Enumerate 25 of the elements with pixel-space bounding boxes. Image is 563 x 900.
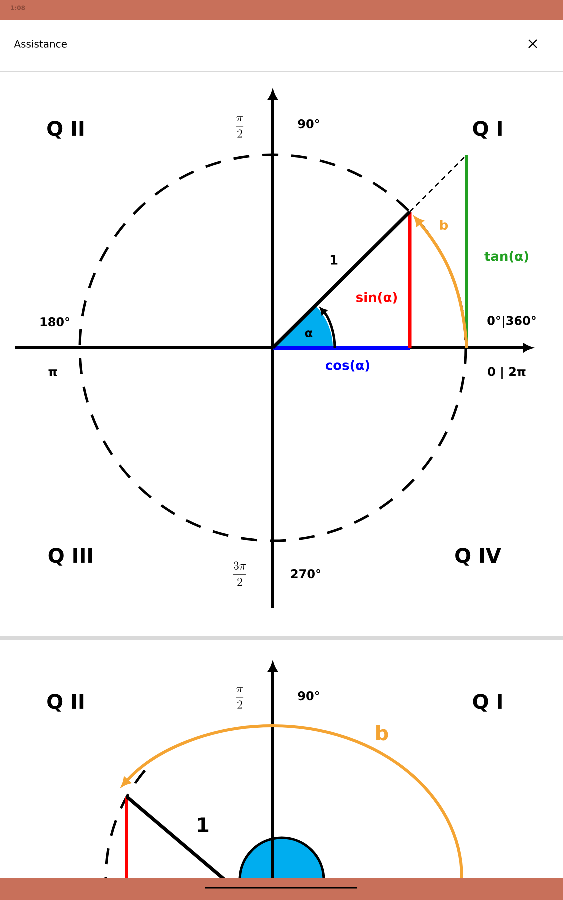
axis-label: 90°: [298, 119, 320, 129]
angle-label: α: [305, 330, 313, 338]
axis-label: $\frac{\pi}{2}$: [236, 116, 244, 138]
quadrant-label: Q I: [473, 121, 502, 139]
quadrant-label: Q III: [48, 548, 92, 566]
sine-label: sin(α): [356, 292, 398, 304]
arc-label: b: [376, 725, 388, 741]
quadrant-label: Q I: [473, 694, 502, 712]
axis-label: 0 | 2π: [488, 367, 526, 379]
tangent-label: tan(α): [484, 251, 528, 263]
axis-label: 90°: [298, 691, 320, 701]
quadrant-label: Q II: [48, 121, 84, 139]
axis-label: $\frac{\pi}{2}$: [236, 687, 244, 709]
radius-label: 1: [198, 818, 209, 832]
axis-label: 0°|360°: [488, 316, 536, 328]
radius-label: 1: [330, 255, 338, 265]
quadrant-label: Q II: [48, 694, 84, 712]
axis-label: 180°: [40, 317, 70, 327]
arc-label: b: [440, 220, 448, 230]
axis-label: $\frac{3\pi}{2}$: [234, 562, 246, 586]
cosine-label: cos(α): [326, 360, 370, 372]
axis-label: 270°: [291, 569, 320, 579]
quadrant-label: Q IV: [456, 548, 502, 566]
axis-label: π: [48, 370, 58, 376]
header-title: Assistance: [14, 40, 67, 48]
